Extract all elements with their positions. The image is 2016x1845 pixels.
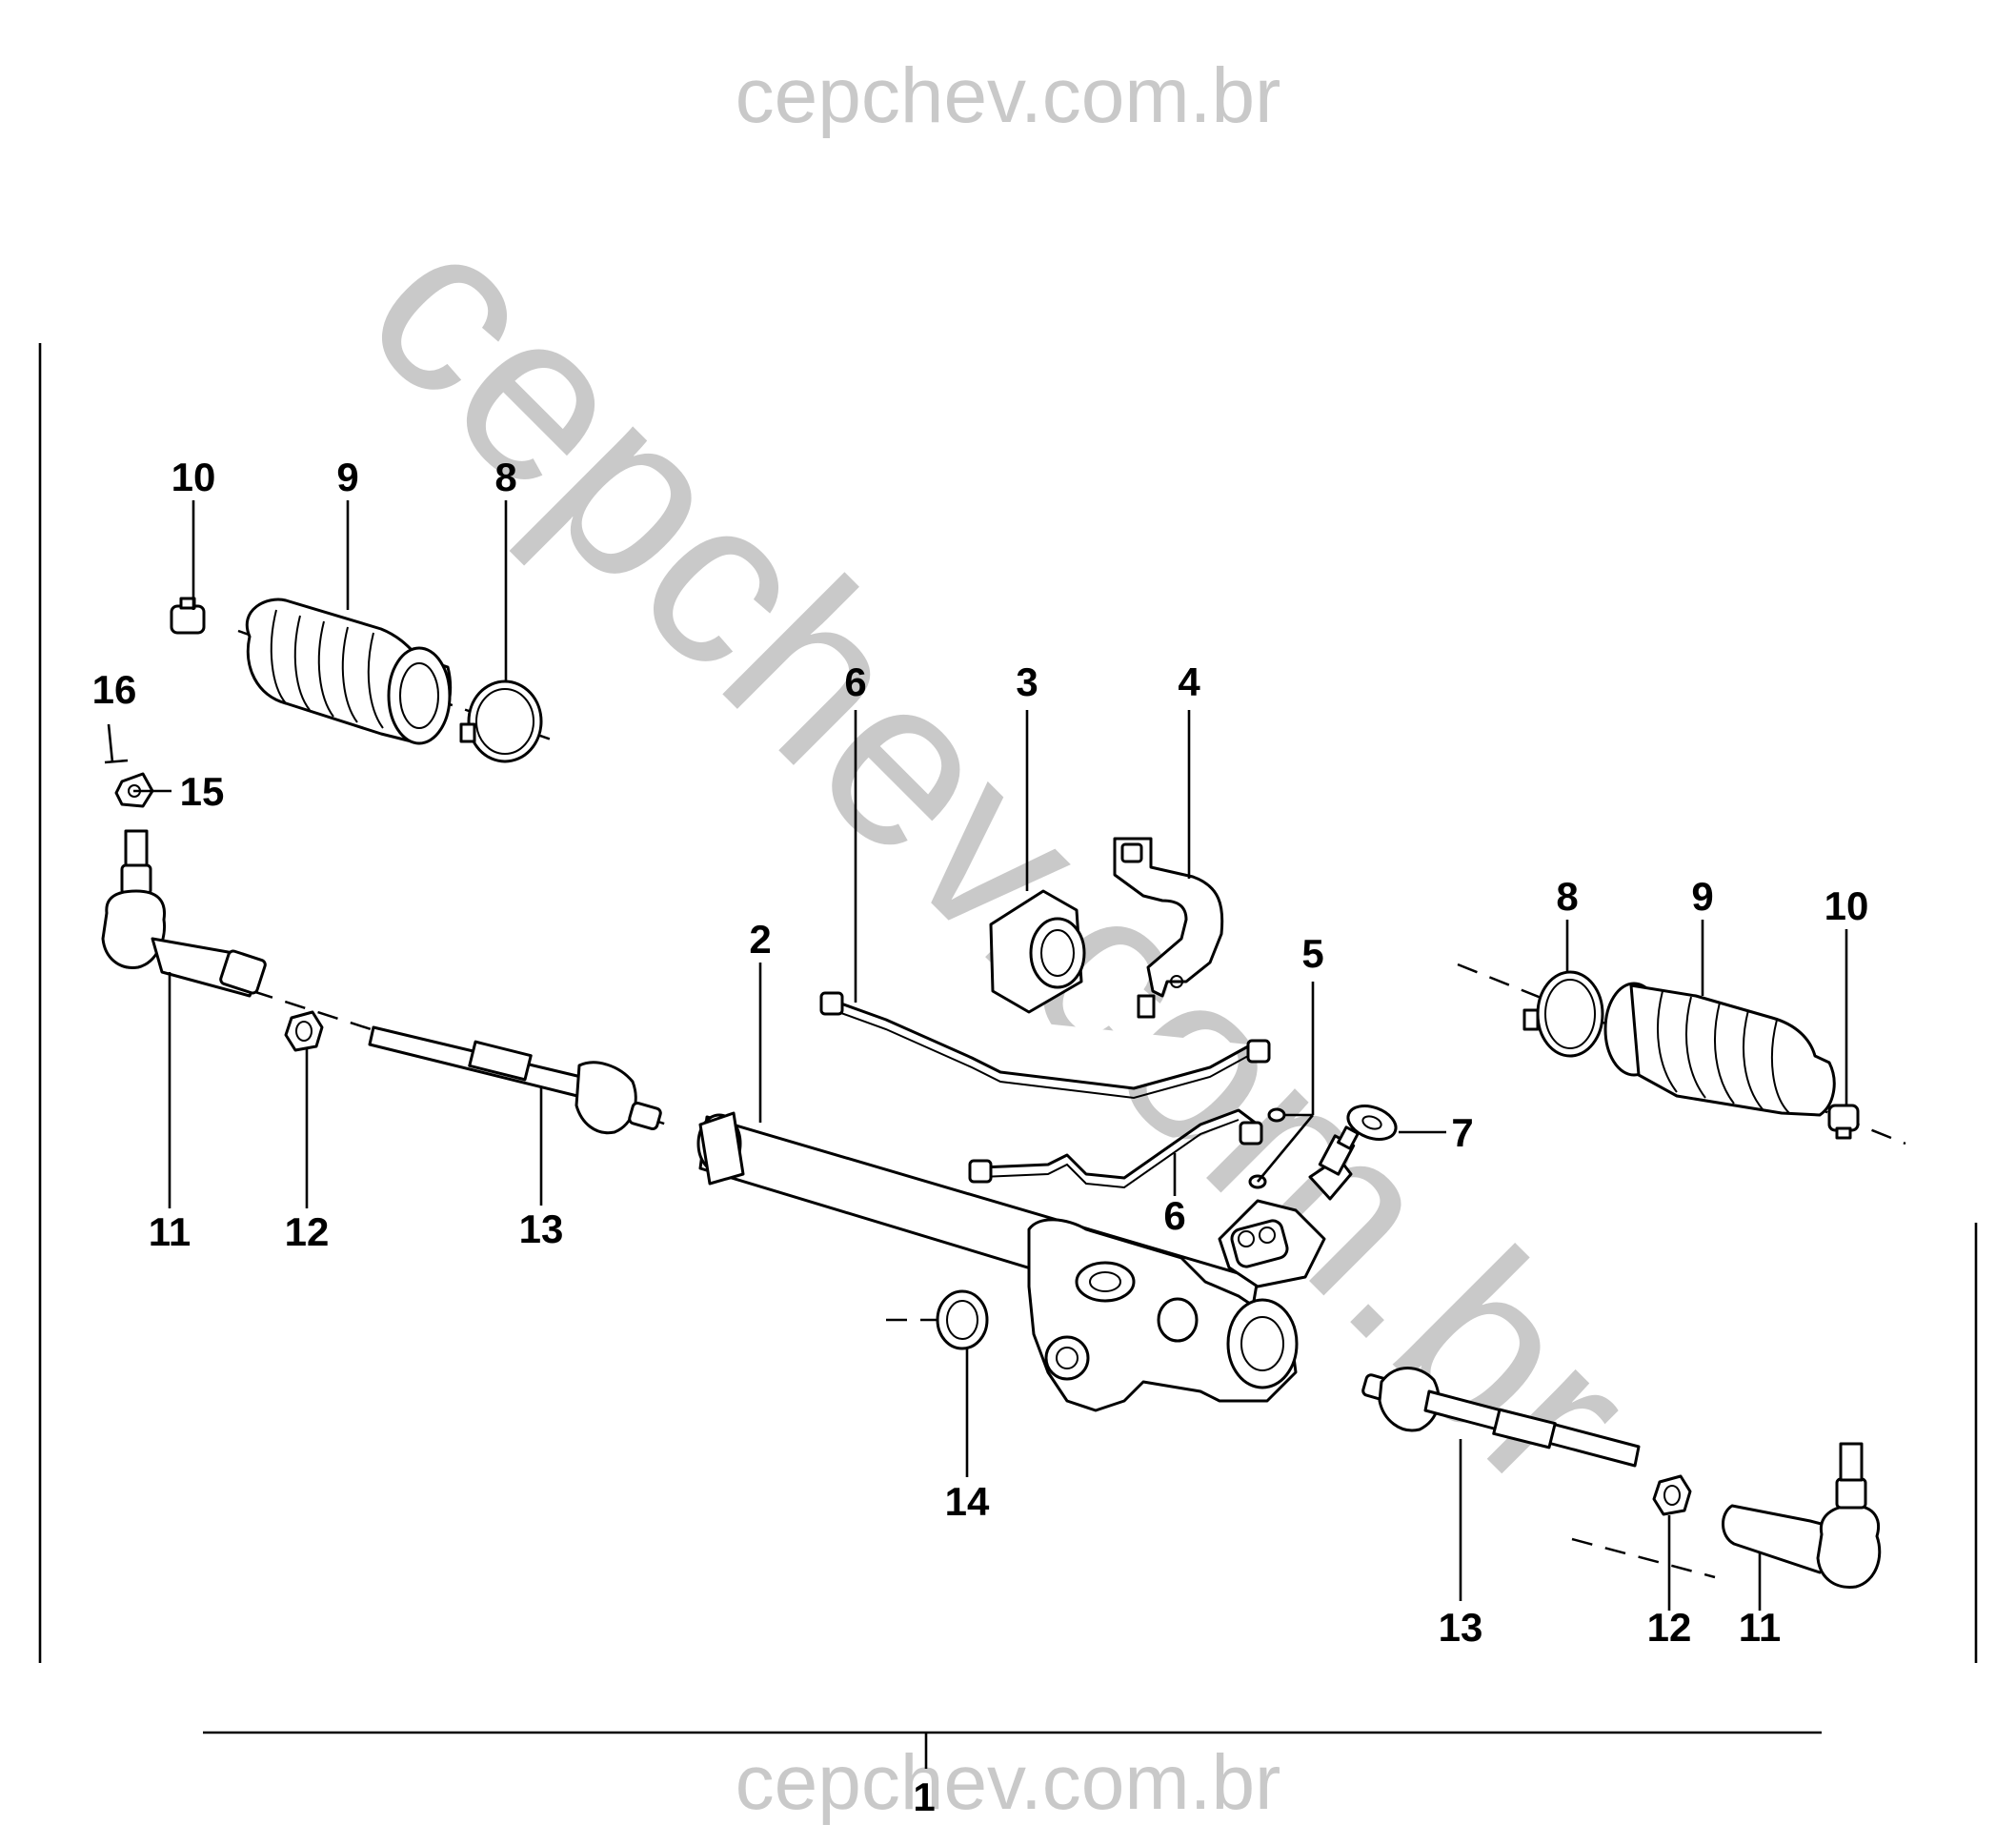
callout-9-left: 9 bbox=[336, 455, 358, 499]
callout-8-left: 8 bbox=[494, 455, 516, 499]
tie-rod-end-right bbox=[1722, 1442, 1882, 1589]
cotter-pin bbox=[104, 723, 129, 764]
watermark-bottom: cepchev.com.br bbox=[736, 1739, 1281, 1826]
callout-3: 3 bbox=[1016, 659, 1038, 704]
callout-9-right: 9 bbox=[1691, 874, 1713, 919]
callout-6-lower: 6 bbox=[1163, 1193, 1185, 1238]
callout-labels: 10 9 8 16 15 11 12 13 2 6 3 4 5 7 6 14 8… bbox=[92, 455, 1869, 1819]
callout-7: 7 bbox=[1451, 1110, 1473, 1155]
tie-rod-end-left bbox=[101, 829, 267, 998]
callout-13-left: 13 bbox=[519, 1206, 564, 1251]
callout-2: 2 bbox=[749, 917, 771, 962]
leader-lines bbox=[133, 500, 1848, 1611]
callout-12-left: 12 bbox=[285, 1209, 330, 1254]
callout-12-right: 12 bbox=[1647, 1605, 1692, 1650]
callout-4: 4 bbox=[1178, 659, 1200, 704]
callout-11-left: 11 bbox=[149, 1209, 191, 1254]
inner-tie-rod-right bbox=[1361, 1367, 1641, 1468]
inner-tie-rod-left bbox=[368, 1025, 662, 1135]
boot-right bbox=[1603, 982, 1836, 1117]
callout-10-left: 10 bbox=[171, 455, 216, 499]
callout-8-right: 8 bbox=[1556, 874, 1578, 919]
rack-housing bbox=[696, 1111, 1360, 1412]
boot-left bbox=[245, 598, 453, 745]
watermark-diagonal: cepchev.com.br bbox=[319, 174, 1683, 1539]
callout-6-upper: 6 bbox=[844, 659, 866, 704]
frame-lines bbox=[38, 343, 1978, 1769]
jam-nut-left bbox=[284, 1010, 324, 1052]
clamp-right bbox=[1827, 1104, 1860, 1140]
callout-13-right: 13 bbox=[1439, 1605, 1483, 1650]
pinion-seal bbox=[1346, 1105, 1398, 1141]
callout-5: 5 bbox=[1301, 931, 1323, 976]
callout-15: 15 bbox=[180, 769, 225, 814]
hydraulic-line-upper bbox=[819, 991, 1271, 1100]
callout-10-right: 10 bbox=[1824, 883, 1869, 928]
callout-14: 14 bbox=[945, 1479, 990, 1524]
jam-nut-right bbox=[1652, 1474, 1692, 1516]
assembly-number: 1 bbox=[913, 1774, 935, 1819]
clamp-left bbox=[170, 597, 206, 635]
mount-bracket bbox=[1113, 837, 1224, 1019]
watermark-top: cepchev.com.br bbox=[736, 52, 1281, 139]
callout-11-right: 11 bbox=[1739, 1605, 1781, 1650]
callout-16: 16 bbox=[92, 667, 137, 712]
housing-seal-ring bbox=[936, 1289, 989, 1350]
ring-clamp-left bbox=[459, 679, 543, 763]
mount-bushing bbox=[989, 889, 1086, 1014]
hydraulic-line-lower bbox=[968, 1108, 1263, 1189]
ring-clamp-right bbox=[1522, 970, 1604, 1058]
